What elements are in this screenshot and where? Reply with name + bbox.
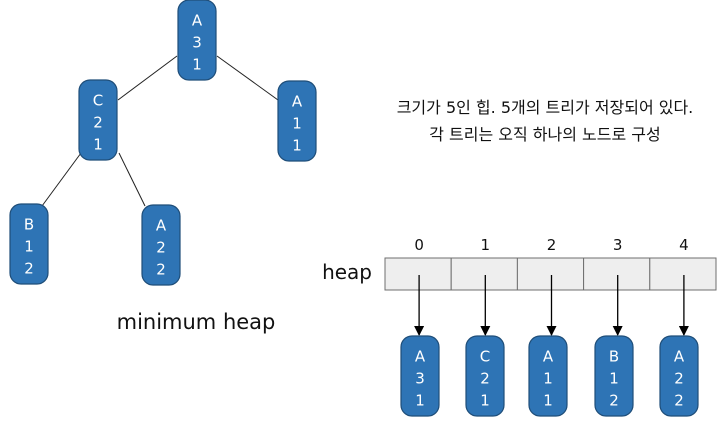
- tree-node-c21-line-1: C: [93, 92, 103, 110]
- tree-node-a11-line-3: 1: [292, 137, 302, 155]
- tree-node-a31-line-1: A: [192, 12, 203, 30]
- edge-left-rightchild: [118, 152, 146, 207]
- tree-node-a31: A 3 1: [177, 0, 217, 81]
- edge-root-right: [216, 55, 279, 101]
- tree-node-b12: B 1 2: [9, 203, 49, 285]
- heap-item-2: A 1 1: [528, 335, 568, 417]
- tree-node-b12-line-1: B: [24, 216, 34, 234]
- heap-item-3-shape: [594, 335, 634, 417]
- heap-item-3-line-2: 1: [609, 370, 619, 388]
- heap-item-3-line-3: 2: [609, 392, 619, 410]
- heap-index-0: 0: [414, 236, 424, 254]
- tree-node-b12-line-2: 1: [24, 238, 34, 256]
- tree-node-a31-line-2: 3: [192, 34, 202, 52]
- tree-node-a22-line-1: A: [156, 217, 167, 235]
- heap-item-2-line-2: 1: [543, 370, 553, 388]
- heap-item-3-line-1: B: [609, 348, 619, 366]
- heap-index-4: 4: [679, 236, 689, 254]
- heap-item-3: B 1 2: [594, 335, 634, 417]
- tree-node-a31-shape: [177, 0, 217, 81]
- tree-node-c21-line-3: 1: [93, 136, 103, 154]
- description-line-1: 크기가 5인 힙. 5개의 트리가 저장되어 있다.: [397, 98, 694, 117]
- tree-node-c21-line-2: 2: [93, 114, 103, 132]
- heap-arrows: [414, 275, 689, 336]
- tree-node-a11-shape: [277, 80, 317, 162]
- heap-indices: 0 1 2 3 4: [414, 236, 688, 254]
- heap-item-4-line-1: A: [674, 348, 685, 366]
- tree-node-a22-shape: [141, 204, 181, 286]
- tree-node-a22-line-3: 2: [156, 261, 166, 279]
- edge-left-leftchild: [41, 152, 82, 207]
- heap-item-2-line-3: 1: [543, 392, 553, 410]
- heap-index-1: 1: [481, 236, 491, 254]
- tree-node-a11-line-2: 1: [292, 115, 302, 133]
- heap-cell-1: [450, 257, 518, 291]
- heap-item-1-line-3: 1: [480, 392, 490, 410]
- heap-cell-3: [583, 257, 651, 291]
- tree-node-a31-line-3: 1: [192, 56, 202, 74]
- heap-cell-4: [649, 257, 717, 291]
- tree-edges: [41, 55, 279, 207]
- heap-cells: [384, 257, 717, 291]
- heap-item-4: A 2 2: [659, 335, 699, 417]
- tree-node-a11-line-1: A: [292, 93, 303, 111]
- tree-node-b12-line-3: 2: [24, 260, 34, 278]
- heap-item-0-shape: [400, 335, 440, 417]
- description-line-2: 각 트리는 오직 하나의 노드로 구성: [429, 125, 661, 144]
- heap-array-label: heap: [322, 260, 372, 284]
- tree-node-c21: C 2 1: [78, 79, 118, 161]
- heap-item-0-line-1: A: [415, 348, 426, 366]
- tree-caption: minimum heap: [117, 310, 276, 334]
- heap-item-2-shape: [528, 335, 568, 417]
- heap-item-1: C 2 1: [465, 335, 505, 417]
- heap-item-2-line-1: A: [543, 348, 554, 366]
- heap-item-1-line-2: 2: [480, 370, 490, 388]
- heap-index-2: 2: [547, 236, 557, 254]
- tree-node-a11: A 1 1: [277, 80, 317, 162]
- heap-item-0: A 3 1: [400, 335, 440, 417]
- heap-item-4-line-3: 2: [674, 392, 684, 410]
- tree-node-a22-line-2: 2: [156, 239, 166, 257]
- edge-root-left: [117, 55, 178, 101]
- heap-item-4-line-2: 2: [674, 370, 684, 388]
- heap-items: A 3 1 C 2 1 A 1 1 B 1 2 A 2 2: [400, 335, 699, 417]
- heap-item-1-line-1: C: [480, 348, 490, 366]
- heap-cell-2: [516, 257, 585, 291]
- tree-node-a22: A 2 2: [141, 204, 181, 286]
- heap-index-3: 3: [613, 236, 623, 254]
- heap-item-1-shape: [465, 335, 505, 417]
- tree-node-b12-shape: [9, 203, 49, 285]
- tree-node-c21-shape: [78, 79, 118, 161]
- heap-item-0-line-2: 3: [415, 370, 425, 388]
- heap-cell-0: [384, 257, 452, 291]
- heap-item-0-line-3: 1: [415, 392, 425, 410]
- heap-item-4-shape: [659, 335, 699, 417]
